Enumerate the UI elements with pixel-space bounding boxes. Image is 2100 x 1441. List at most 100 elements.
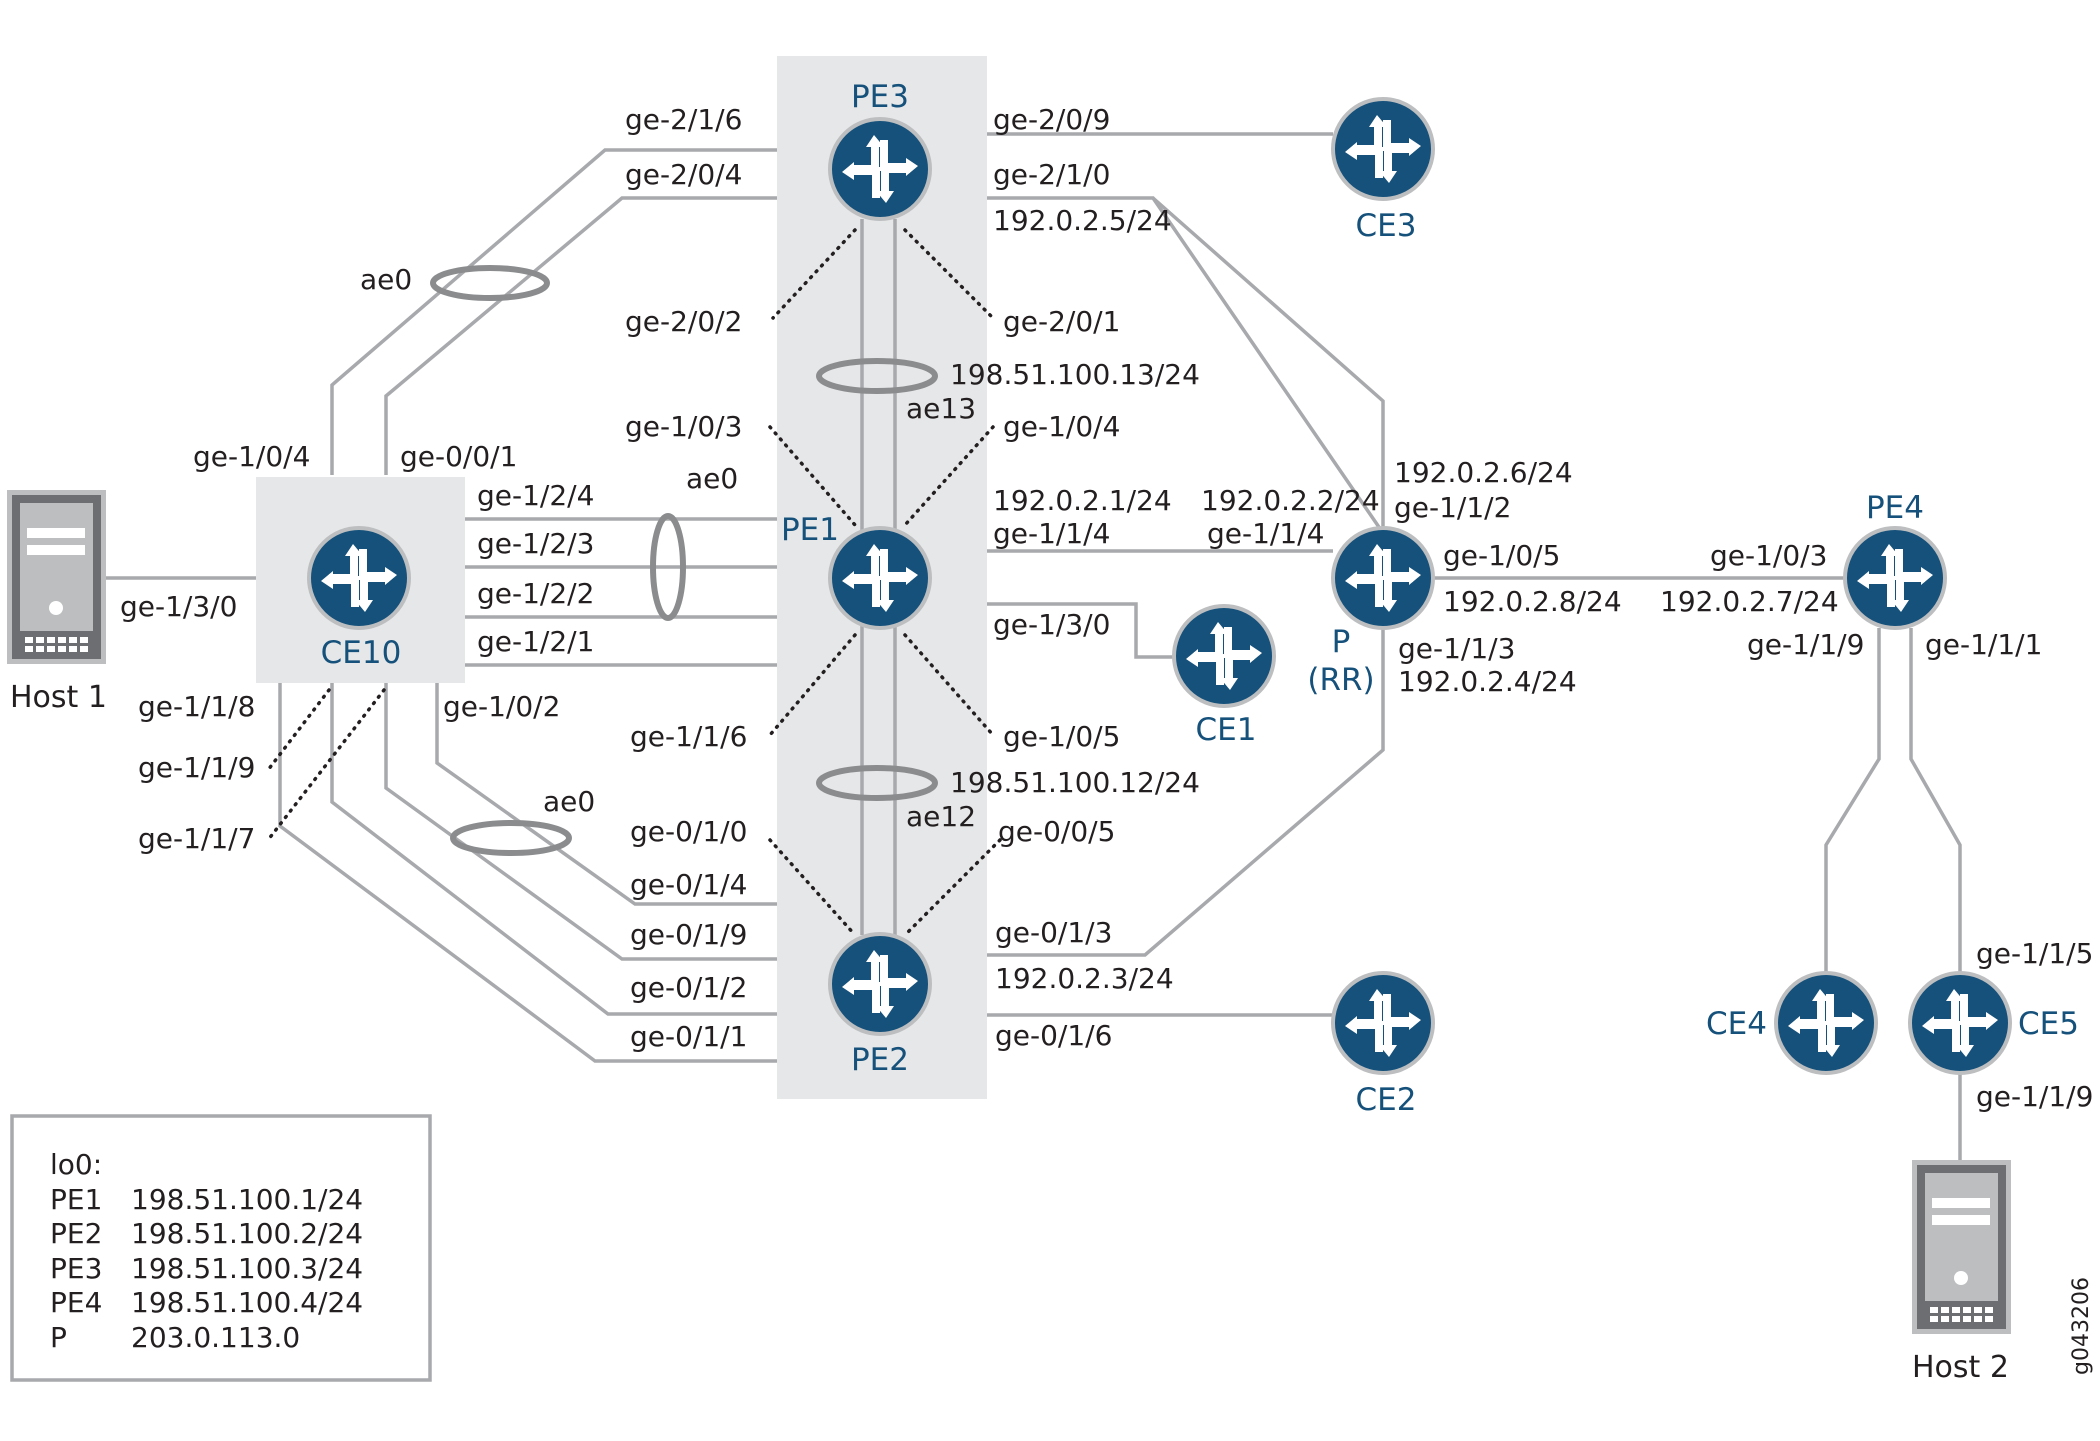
ae0-bundle-ce10-pe3 [430,265,550,301]
link-ce10-pe2-ge012 [330,683,777,1016]
router-icon-pe3[interactable] [828,117,932,221]
iface-label: ge-2/0/1 [1003,305,1120,338]
iface-label: ge-1/0/3 [1710,539,1827,572]
legend-node: PE1 [50,1183,102,1216]
legend-box [10,1114,432,1382]
node-label-pe1: PE1 [781,512,839,548]
iface-label: ge-0/0/1 [400,440,517,473]
legend-address: 203.0.113.0 [131,1321,300,1354]
iface-label: ge-1/0/4 [193,440,310,473]
iface-label: ge-1/0/3 [625,410,742,443]
iface-label: ge-1/1/9 [138,751,255,784]
host-icon-host1[interactable] [7,490,106,664]
iface-label: ge-1/1/7 [138,822,255,855]
iface-label: ge-1/2/2 [477,577,594,610]
link-pe3-p-seg [1151,196,1385,528]
legend-address: 198.51.100.1/24 [131,1183,363,1216]
iface-label: ge-1/0/5 [1003,720,1120,753]
ip-label: 192.0.2.1/24 [993,484,1172,517]
link-pe1-ce1 [987,602,1174,659]
legend-node: PE2 [50,1217,102,1250]
router-icon-p[interactable] [1331,526,1435,630]
iface-label: ge-1/1/2 [1394,491,1511,524]
legend-address: 198.51.100.4/24 [131,1286,363,1319]
bundle-label: ae12 [906,800,976,833]
dotted-pe3-ge201 [903,228,995,320]
iface-label: ge-2/0/9 [993,103,1110,136]
router-icon-pe4[interactable] [1843,526,1947,630]
figure-id: g043206 [2069,1277,2094,1375]
iface-label: ge-1/2/4 [477,479,594,512]
iface-label: ge-1/0/2 [443,690,560,723]
iface-label: ge-1/3/0 [993,608,1110,641]
dotted-pe1-ge104 [903,425,995,527]
link-pe4-ce4 [1824,628,1881,973]
node-label-host2: Host 2 [1912,1350,2009,1385]
legend-title: lo0: [50,1148,102,1181]
ip-label: 192.0.2.6/24 [1394,456,1573,489]
link-pe4-ce5 [1909,628,1962,973]
dotted-pe1-ge116 [768,633,857,737]
ip-label: 192.0.2.3/24 [995,962,1174,995]
iface-label: ge-1/1/4 [993,517,1110,550]
iface-label: ge-0/1/1 [630,1020,747,1053]
legend-node: PE4 [50,1286,102,1319]
ae12-bundle [816,765,938,801]
ip-label: 198.51.100.12/24 [950,766,1200,799]
ae0-bundle-ce10-pe2 [450,820,572,856]
iface-label: ge-1/1/8 [138,690,255,723]
router-icon-ce4[interactable] [1774,971,1878,1075]
bundle-label: ae0 [360,263,412,296]
link-ce10-pe2-ge014 [435,683,777,906]
ip-label: 192.0.2.4/24 [1398,665,1577,698]
iface-label: ge-0/1/3 [995,916,1112,949]
router-icon-pe1[interactable] [828,526,932,630]
router-icon-pe2[interactable] [828,932,932,1036]
iface-label: ge-1/2/1 [477,625,594,658]
ip-label: 192.0.2.7/24 [1660,585,1839,618]
link-pe2-p [987,628,1385,957]
iface-label: ge-2/0/4 [625,158,742,191]
router-icon-ce10[interactable] [307,526,411,630]
router-icon-ce3[interactable] [1331,97,1435,201]
router-icon-ce2[interactable] [1331,971,1435,1075]
node-label-ce5: CE5 [2018,1006,2079,1042]
iface-label: ge-1/1/3 [1398,632,1515,665]
iface-label: ge-0/0/5 [998,815,1115,848]
legend-address: 198.51.100.3/24 [131,1252,363,1285]
node-label-ce4: CE4 [1706,1006,1767,1042]
bundle-label: ae0 [543,785,595,818]
host-icon-host2[interactable] [1912,1160,2011,1334]
node-label-ce1: CE1 [1196,712,1257,748]
dotted-pe1-ge105 [903,633,995,737]
node-label-pe4: PE4 [1866,490,1924,526]
iface-label: ge-1/1/4 [1207,517,1324,550]
iface-label: ge-2/0/2 [625,305,742,338]
ae13-bundle [816,358,938,394]
dotted-pe1-ge103 [768,425,857,527]
iface-label: ge-1/1/1 [1925,628,2042,661]
dotted-pe2-ge005 [903,838,1002,937]
ip-label: 192.0.2.5/24 [993,204,1172,237]
iface-label: ge-0/1/2 [630,971,747,1004]
iface-label: ge-1/1/6 [630,720,747,753]
iface-label: ge-2/1/0 [993,158,1110,191]
router-icon-ce1[interactable] [1172,604,1276,708]
iface-label: ge-2/1/6 [625,103,742,136]
router-icon-ce5[interactable] [1908,971,2012,1075]
ip-label: 192.0.2.8/24 [1443,585,1622,618]
node-label-p: P [1332,624,1351,660]
ip-label: 198.51.100.13/24 [950,358,1200,391]
node-label-ce10: CE10 [321,635,402,671]
iface-label: ge-1/0/5 [1443,539,1560,572]
dotted-pe2-ge010 [768,838,857,937]
dotted-link-ce10-ge119 [266,688,331,772]
bundle-label: ae13 [906,392,976,425]
bundle-label: ae0 [686,462,738,495]
node-label-ce3: CE3 [1356,208,1417,244]
node-label-pe3: PE3 [851,79,909,115]
legend-node: P [50,1321,67,1354]
node-label-ce2: CE2 [1356,1082,1417,1118]
iface-label: ge-1/0/4 [1003,410,1120,443]
